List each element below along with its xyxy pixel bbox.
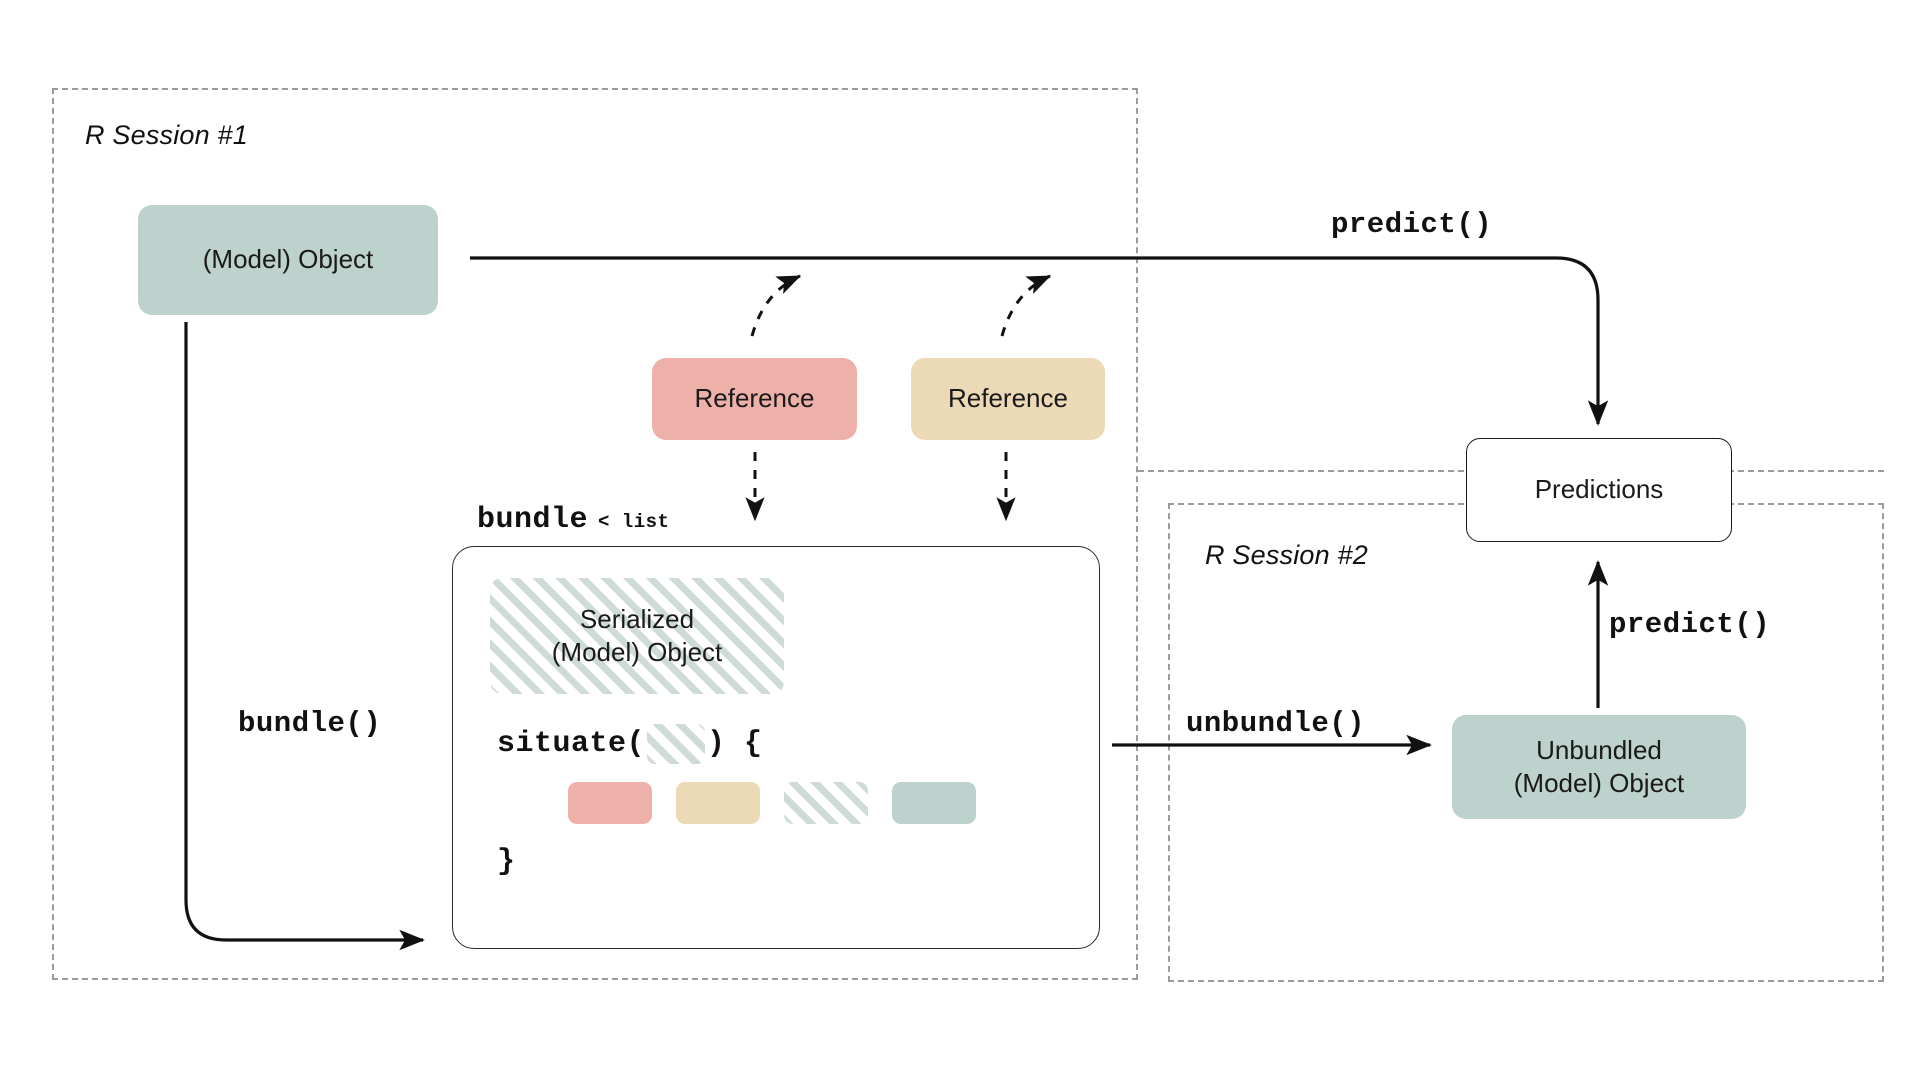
situate-closing-brace: }	[497, 845, 516, 879]
bundle-keyword: bundle	[477, 503, 589, 537]
bundle-caption: bundle < list	[477, 503, 669, 537]
node-predictions[interactable]: Predictions	[1466, 438, 1732, 542]
session-2-label: R Session #2	[1205, 540, 1368, 570]
situate-body-chips	[568, 782, 976, 824]
node-reference-2[interactable]: Reference	[911, 358, 1105, 440]
bundle-type: < list	[598, 511, 670, 533]
edge-label-predict-right: predict()	[1609, 608, 1771, 641]
node-serialized-model-object[interactable]: Serialized (Model) Object	[490, 578, 784, 694]
session-frame-1	[52, 88, 1138, 980]
chip-pink	[568, 782, 652, 824]
node-reference-1[interactable]: Reference	[652, 358, 857, 440]
situate-signature: situate( ) {	[497, 724, 763, 764]
situate-suffix: ) {	[707, 727, 763, 761]
chip-tan	[676, 782, 760, 824]
chip-hatched	[784, 782, 868, 824]
session-1-label: R Session #1	[85, 120, 248, 150]
situate-prefix: situate(	[497, 727, 646, 761]
chip-green	[892, 782, 976, 824]
edge-label-predict-top: predict()	[1331, 208, 1493, 241]
edge-label-bundle: bundle()	[238, 707, 382, 740]
node-model-object[interactable]: (Model) Object	[138, 205, 438, 315]
node-unbundled-model-object[interactable]: Unbundled (Model) Object	[1452, 715, 1746, 819]
edge-label-unbundle: unbundle()	[1186, 707, 1366, 740]
situate-argument-chip	[647, 724, 706, 764]
